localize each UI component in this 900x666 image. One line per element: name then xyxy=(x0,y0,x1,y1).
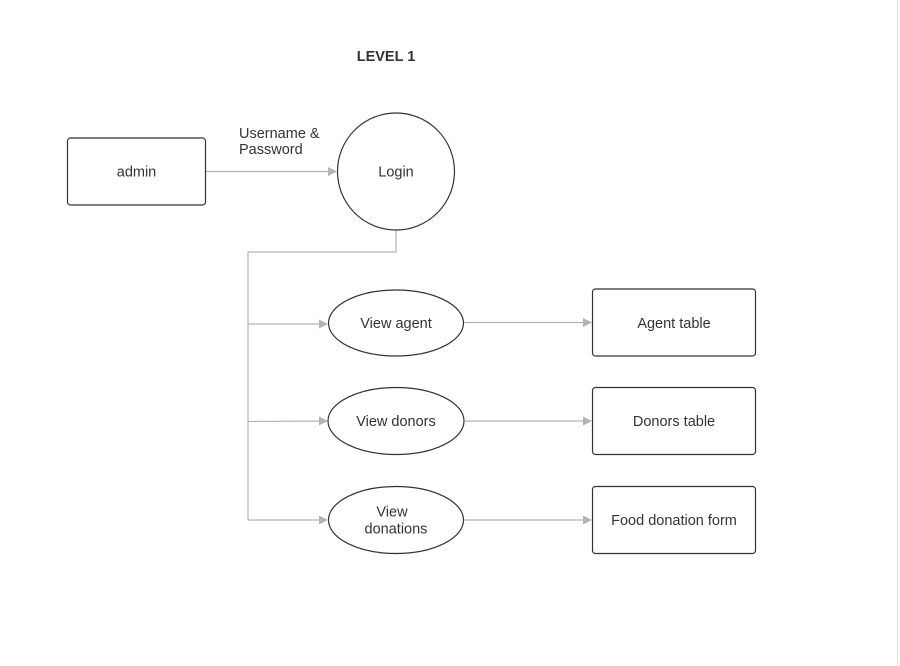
canvas-right-border xyxy=(897,0,898,666)
process-view-donors-ellipse xyxy=(327,386,465,456)
process-login-label: Login xyxy=(378,165,413,181)
datastore-donors-table[interactable]: Donors table xyxy=(591,386,757,456)
process-view-donors-label: View donors xyxy=(356,414,436,430)
entity-admin[interactable]: admin xyxy=(66,137,207,206)
arrowhead-donors-table xyxy=(583,416,592,426)
process-login[interactable]: Login xyxy=(336,112,456,231)
diagram-title: LEVEL 1 xyxy=(357,49,416,65)
entity-admin-label: admin xyxy=(117,165,157,181)
datastore-agent-table-box xyxy=(591,288,757,357)
datastore-agent-table-label: Agent table xyxy=(637,316,710,332)
datastore-food-donation-form-label: Food donation form xyxy=(611,513,737,529)
datastore-donors-table-label: Donors table xyxy=(633,414,715,430)
process-view-donors[interactable]: View donors xyxy=(327,386,465,456)
arrowhead-view-donations xyxy=(319,515,328,525)
process-view-donations[interactable]: View donations xyxy=(327,485,465,555)
edge-branch-to-view-donors xyxy=(247,420,321,423)
edge-label-line-1: Username & xyxy=(239,126,320,142)
process-view-agent[interactable]: View agent xyxy=(327,289,465,357)
edge-label-line-2: Password xyxy=(239,142,303,158)
arrowhead-view-donors xyxy=(319,416,328,426)
arrowhead-login xyxy=(328,167,337,176)
datastore-food-donation-form-box xyxy=(591,485,757,555)
edge-label-credentials: Username & Password xyxy=(239,126,324,158)
entity-admin-box xyxy=(66,137,207,206)
arrowhead-food-donation-form xyxy=(583,515,592,525)
process-view-donations-label: View donations xyxy=(365,505,428,538)
edge-login-to-branches xyxy=(247,230,397,520)
arrowhead-view-agent xyxy=(319,319,328,329)
process-view-agent-label: View agent xyxy=(360,316,431,332)
process-view-donations-line-1: View xyxy=(376,505,408,521)
datastore-agent-table[interactable]: Agent table xyxy=(591,288,757,357)
datastore-donors-table-box xyxy=(591,386,757,456)
process-login-circle xyxy=(336,112,456,231)
datastore-food-donation-form[interactable]: Food donation form xyxy=(591,485,757,555)
connectors xyxy=(206,167,592,525)
process-view-donations-ellipse xyxy=(327,485,465,555)
process-view-agent-ellipse xyxy=(327,289,465,357)
arrowhead-agent-table xyxy=(583,318,592,327)
process-view-donations-line-2: donations xyxy=(365,522,428,538)
